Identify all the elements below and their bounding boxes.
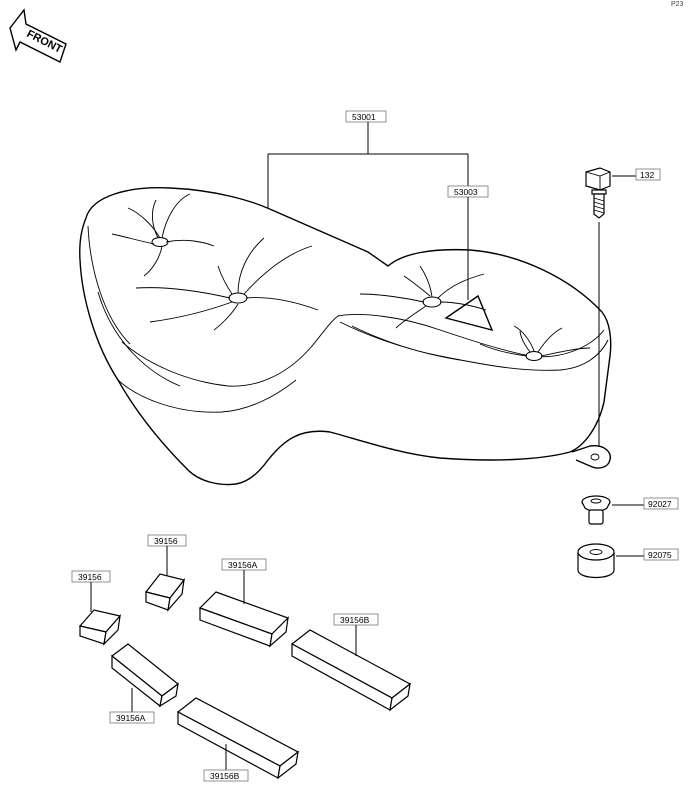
pad-39156-lower-icon [78, 609, 122, 646]
pad-39156b-bottom-callout: 39156B [203, 744, 249, 782]
pad-39156-upper-icon [144, 573, 186, 612]
bolt-icon [585, 167, 611, 446]
part-number-pad-39156-lower: 39156 [78, 572, 102, 582]
part-number-seat-assy: 53001 [352, 112, 376, 122]
pad-39156-upper-callout: 39156 [147, 534, 187, 576]
seat-assy-callout: 53001 [267, 110, 469, 208]
part-number-pad-39156b-bottom: 39156B [210, 771, 240, 781]
pad-39156b-right-icon [290, 629, 412, 712]
part-number-pad-39156a-upper: 39156A [228, 560, 258, 570]
pad-39156-lower-callout: 39156 [71, 570, 111, 612]
damper-callout: 92075 [616, 548, 679, 561]
front-arrow-icon: FRONT [9, 8, 67, 63]
seat-rear-callout: 53003 [447, 185, 489, 300]
pad-39156a-lower-icon [111, 643, 179, 708]
front-label: FRONT [25, 28, 64, 56]
part-number-damper: 92075 [648, 550, 672, 560]
pad-39156b-right-callout: 39156B [333, 613, 379, 656]
pad-39156b-bottom-icon [176, 697, 300, 780]
pad-39156a-lower-callout: 39156A [109, 688, 155, 724]
part-number-pad-39156a-lower: 39156A [116, 713, 146, 723]
collar-icon [581, 495, 611, 525]
part-number-seat-rear: 53003 [454, 187, 478, 197]
collar-callout: 92027 [612, 497, 679, 510]
damper-icon [577, 543, 615, 579]
part-number-pad-39156b-right: 39156B [340, 615, 370, 625]
corner-code: P23 [671, 1, 684, 8]
bolt-callout: 132 [612, 168, 661, 181]
part-number-pad-39156-upper: 39156 [154, 536, 178, 546]
pad-39156a-upper-callout: 39156A [221, 558, 267, 604]
part-number-bolt: 132 [640, 170, 654, 180]
pad-39156a-upper-icon [198, 591, 290, 648]
seat-drawing [79, 187, 612, 486]
part-number-collar: 92027 [648, 499, 672, 509]
